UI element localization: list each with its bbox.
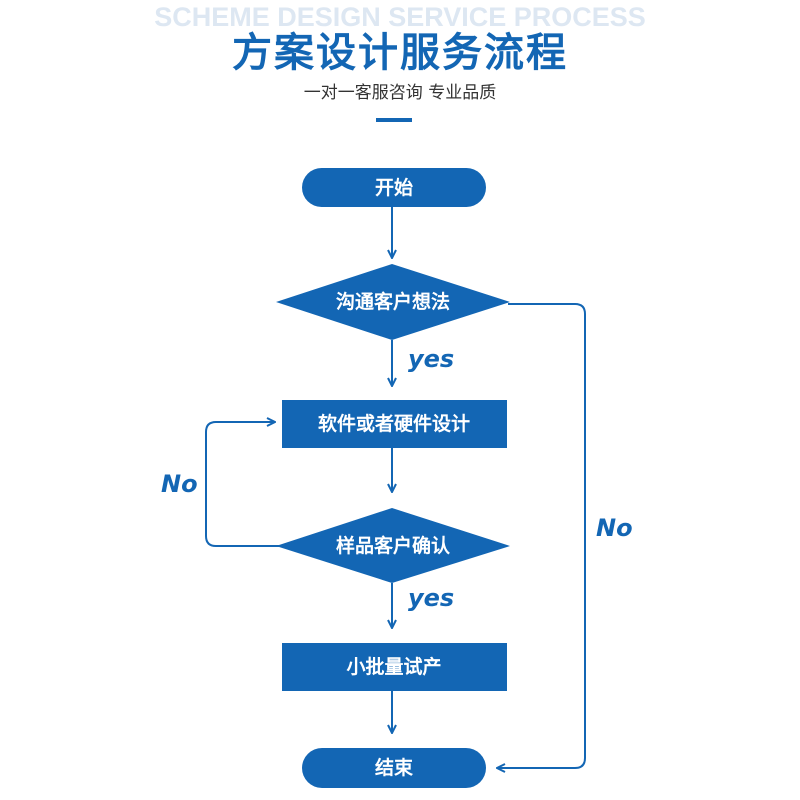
start-node	[302, 168, 486, 207]
yes-label-communicate: yes	[408, 345, 454, 373]
design-process	[282, 400, 507, 448]
trial-process-label: 小批量试产	[346, 655, 441, 678]
communicate-decision-label: 沟通客户想法	[336, 290, 450, 313]
design-process-label: 软件或者硬件设计	[318, 412, 470, 435]
end-node-label: 结束	[375, 756, 414, 779]
trial-process	[282, 643, 507, 691]
title-underline	[376, 118, 412, 122]
end-node	[302, 748, 486, 788]
no-label-communicate: No	[596, 514, 633, 542]
confirm-decision-label: 样品客户确认	[336, 534, 450, 557]
no-label-confirm-loop: No	[161, 470, 198, 498]
yes-label-confirm: yes	[408, 584, 454, 612]
communicate-decision	[276, 264, 510, 340]
background-title: SCHEME DESIGN SERVICE PROCESS	[154, 2, 646, 32]
edge-communicate-no-to-end	[497, 303, 586, 768]
page-title: 方案设计服务流程	[232, 30, 568, 76]
page-subtitle: 一对一客服咨询 专业品质	[303, 83, 497, 103]
confirm-decision	[276, 508, 510, 583]
edge-confirm-no-loop	[205, 422, 280, 547]
start-node-label: 开始	[375, 176, 413, 199]
